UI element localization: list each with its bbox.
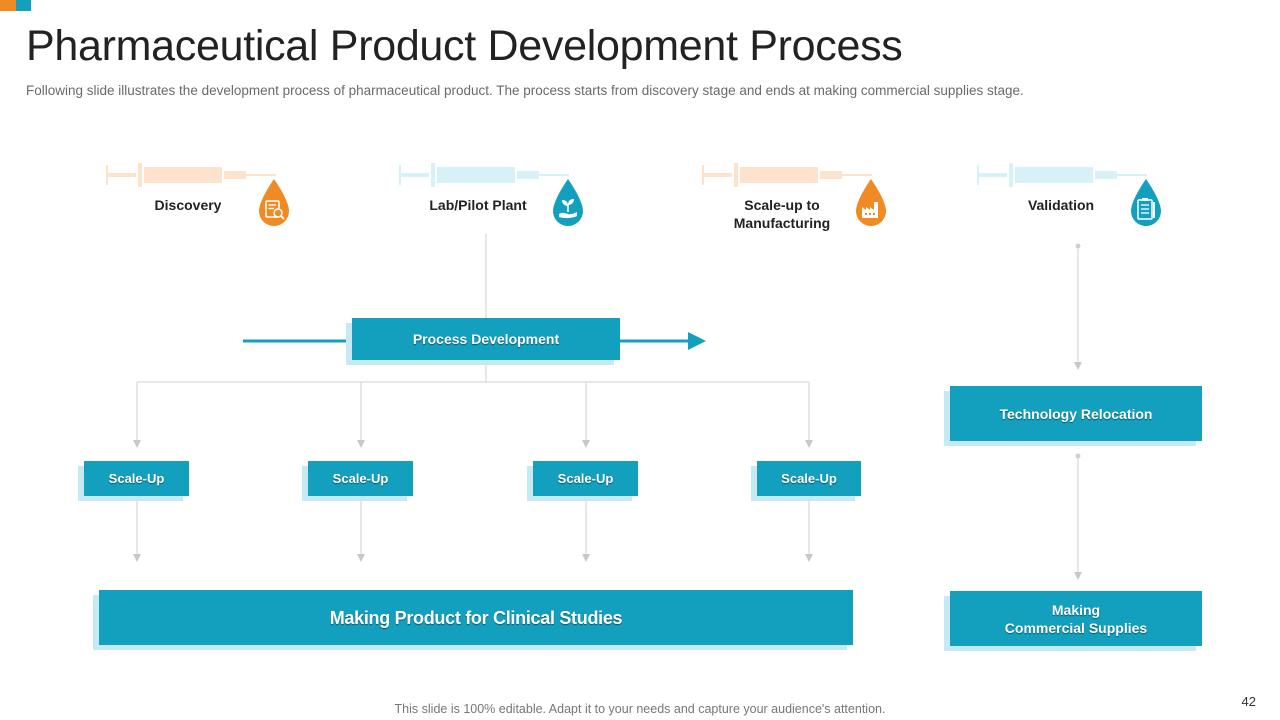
corner-accent-blue	[16, 0, 31, 11]
stage-discovery: Discovery	[154, 197, 222, 213]
corner-accent-orange	[0, 0, 16, 11]
syringe-icon	[702, 163, 872, 187]
stage-scale-up-manufacturing: Scale-up to Manufacturing	[733, 197, 831, 231]
scale-up-box-4: Scale-Up	[757, 461, 861, 496]
scale-up-box-3: Scale-Up	[533, 461, 638, 496]
stage-lab-pilot-plant: Lab/Pilot Plant	[429, 197, 527, 213]
footer-note: This slide is 100% editable. Adapt it to…	[394, 702, 886, 716]
commercial-supplies-box: Making Commercial Supplies	[950, 591, 1202, 646]
syringe-icon	[106, 163, 276, 187]
page-subtitle: Following slide illustrates the developm…	[26, 83, 1024, 98]
scale-up-box-2: Scale-Up	[308, 461, 413, 496]
stage-validation: Validation	[1027, 197, 1095, 213]
syringe-icon	[977, 163, 1147, 187]
page-number: 42	[1241, 694, 1256, 709]
clinical-studies-box: Making Product for Clinical Studies	[99, 590, 853, 645]
plant-in-hand-icon	[553, 179, 583, 226]
syringe-icon	[399, 163, 569, 187]
clipboard-checklist-icon	[1131, 179, 1161, 226]
page-title: Pharmaceutical Product Development Proce…	[26, 22, 903, 70]
technology-relocation-box: Technology Relocation	[950, 386, 1202, 441]
process-development-box: Process Development	[352, 318, 620, 360]
factory-icon	[856, 179, 886, 226]
scale-up-box-1: Scale-Up	[84, 461, 189, 496]
document-search-icon	[259, 179, 289, 226]
